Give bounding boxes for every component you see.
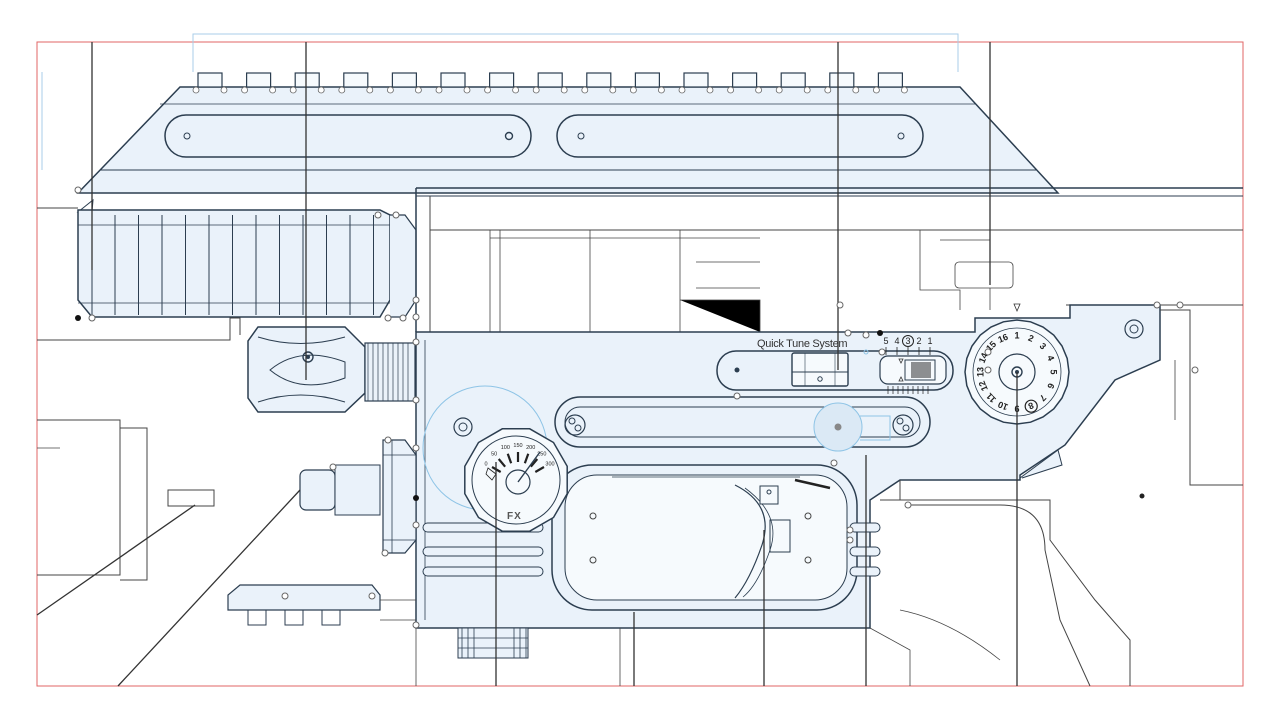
quick-tune-scale-number: 3 [905,336,910,346]
drawing-frame [36,41,1244,687]
quick-tune-scale-number: 2 [916,336,921,346]
dial-number: 5 [1049,369,1059,374]
dial-number: 12 [977,379,990,392]
gauge-tick-label: 150 [513,443,522,449]
quick-tune-selected-marker [902,335,914,347]
dial-numbers: 12345678910111213141516 [976,331,1059,414]
gauge-tick-label: 50 [491,452,497,458]
leader-lines [36,42,1018,687]
dial-number: 1 [1014,331,1019,341]
valve-assembly [299,439,417,554]
grip-outline [869,309,1243,687]
dial-selected-marker [1024,399,1038,413]
magazine-window [551,464,858,611]
picatinny-teeth [192,72,908,94]
gauge-tick-label: 300 [545,462,554,468]
quick-tune-label: Quick Tune System [757,338,847,350]
quick-tune-scale-number: 5 [883,336,888,346]
construction-line [192,33,959,72]
quick-tune-scale-number: 1 [927,336,932,346]
dial-number: 3 [1038,341,1049,352]
dial-number: 6 [1045,382,1056,390]
bottom-bracket [227,584,416,626]
receiver-upper [415,187,1243,332]
gauge-tick-label: 250 [537,452,546,458]
cocking-fins [422,522,881,577]
dial-number: 10 [996,399,1009,412]
gauge-tick-label: 200 [526,445,535,451]
connector-nodes [74,186,1199,629]
slot-right [556,114,924,158]
barrel-shroud [76,198,417,318]
quick-tune-scale-number: 4 [894,336,899,346]
gauge-tick-label: 0 [484,462,487,468]
dial-number: 13 [976,367,986,377]
lower-left-parts [37,419,215,581]
dial-number: 2 [1027,333,1035,344]
slot-left [164,114,532,158]
quick-tune-knurl [911,362,931,378]
cap-threads [367,343,409,401]
dial-number: 7 [1038,393,1049,404]
underside-knob [457,627,529,659]
dial-number: 4 [1045,354,1056,362]
shroud-ribs [114,215,374,315]
gauge-tick-label: 100 [501,445,510,451]
dial-number: 8 [1027,400,1035,411]
dial-number: 16 [996,332,1009,345]
muzzle-cap [247,326,416,413]
gauge-brand: FX [507,511,522,522]
quick-tune-ticks [887,386,929,394]
knob-lines [458,628,528,658]
top-rail [76,72,1060,194]
